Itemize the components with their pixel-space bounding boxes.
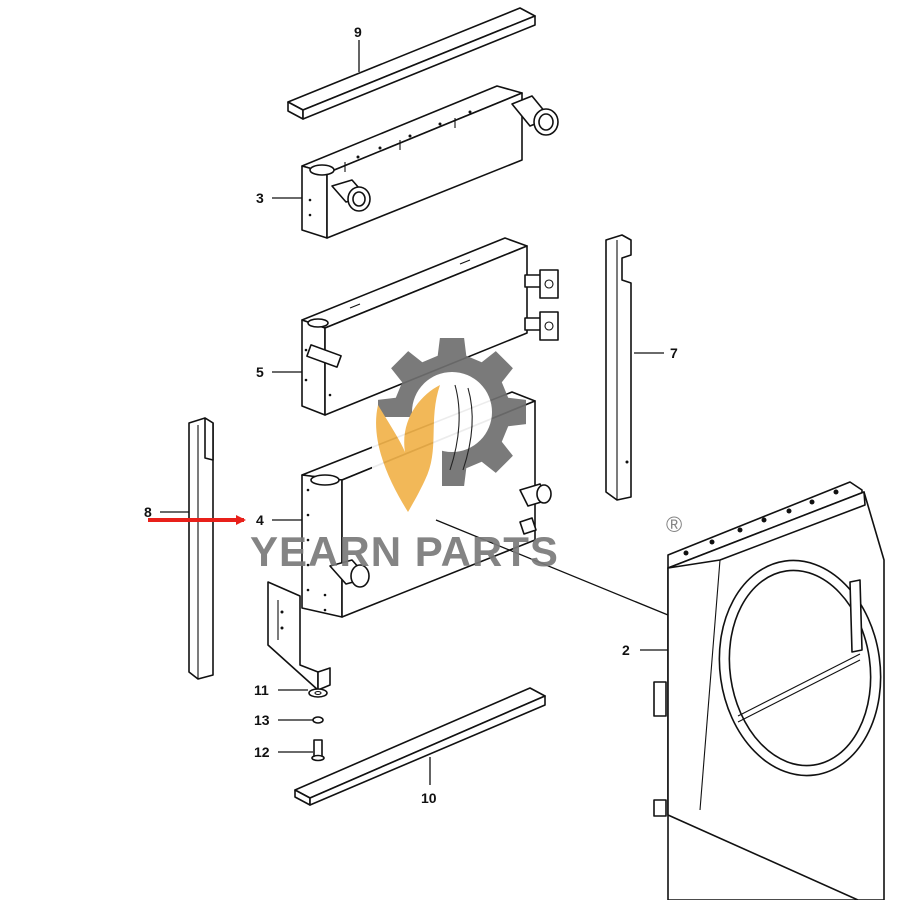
mounting-bracket <box>267 581 331 691</box>
part-2-fan-shroud <box>653 481 885 900</box>
callout-8: 8 <box>144 504 152 520</box>
callout-12: 12 <box>254 744 270 760</box>
fastener-stack <box>308 688 328 762</box>
callout-2: 2 <box>622 642 630 658</box>
callout-7: 7 <box>670 345 678 361</box>
callout-13: 13 <box>254 712 270 728</box>
part-3-charge-air-cooler <box>301 85 559 239</box>
watermark-text: YEARN PARTS <box>250 528 559 575</box>
part-10-bottom-seal-strip <box>294 687 546 806</box>
callout-5: 5 <box>256 364 264 380</box>
part-9-top-seal-strip <box>287 7 536 120</box>
watermark-logo: YEARN PARTS ® <box>250 338 682 575</box>
callout-11: 11 <box>254 682 269 698</box>
callout-4: 4 <box>256 512 264 528</box>
flame-icon <box>376 385 440 512</box>
callout-9: 9 <box>354 24 362 40</box>
leader-lines <box>160 40 669 785</box>
part-8-left-side-seal <box>188 417 214 680</box>
callout-labels: 9 3 5 7 8 4 2 11 13 12 10 <box>144 24 678 806</box>
callout-3: 3 <box>256 190 264 206</box>
callout-10: 10 <box>421 790 437 806</box>
part-7-right-side-seal <box>605 234 632 501</box>
registered-mark: ® <box>666 512 682 537</box>
part-5-oil-cooler <box>301 237 559 416</box>
